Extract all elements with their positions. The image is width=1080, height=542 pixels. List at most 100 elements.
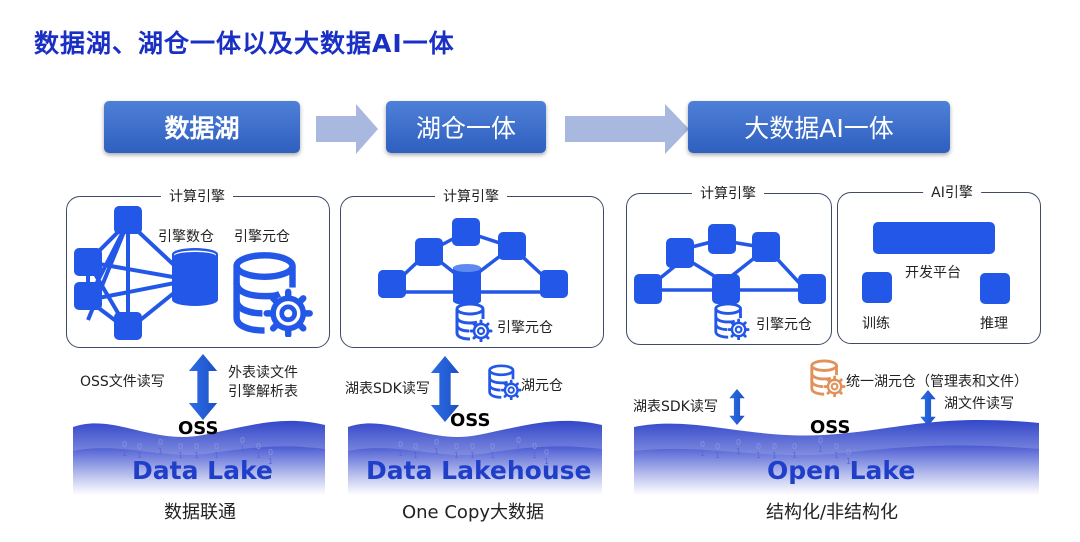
training-block xyxy=(862,272,892,303)
binary-digit: 1 xyxy=(715,451,721,460)
binary-digit: 1 xyxy=(158,447,164,456)
storage-label: OSS xyxy=(178,418,219,439)
stage-label: 湖仓一体 xyxy=(415,114,516,143)
storage-label: OSS xyxy=(810,417,851,438)
lake-name: Data Lake xyxy=(132,456,273,485)
binary-digit: 1 xyxy=(214,451,220,460)
binary-digit: 0 xyxy=(818,436,824,445)
binary-digit: 1 xyxy=(736,447,742,456)
binary-digit: 0 xyxy=(846,448,852,457)
binary-digit: 0 xyxy=(434,438,440,447)
flow-label-right: 湖文件读写 xyxy=(944,396,1014,412)
binary-digit: 1 xyxy=(490,451,496,460)
binary-digit: 1 xyxy=(240,445,246,454)
engine-catalog-icon xyxy=(453,302,493,342)
binary-digit: 1 xyxy=(398,449,404,458)
engine-warehouse-icon xyxy=(172,248,218,306)
lake-catalog-icon xyxy=(486,364,522,400)
lake-wave xyxy=(634,420,1039,495)
binary-digit: 1 xyxy=(532,451,538,460)
stage-label: 数据湖 xyxy=(164,114,240,143)
catalog-label: 湖元仓 xyxy=(521,378,563,394)
dev-platform-block xyxy=(873,222,995,254)
stage-bigdata-ai: 大数据AI一体 xyxy=(688,101,950,153)
ai-item-label: 开发平台 xyxy=(905,265,961,281)
column-caption: 数据联通 xyxy=(164,502,236,523)
panel-title: AI引擎 xyxy=(923,182,981,202)
binary-digit: 1 xyxy=(434,447,440,456)
binary-digit: 0 xyxy=(178,442,184,451)
binary-digit: 1 xyxy=(772,451,778,460)
binary-digit: 0 xyxy=(454,442,460,451)
panel-title: 计算引擎 xyxy=(435,186,507,206)
binary-digit: 0 xyxy=(516,436,522,445)
binary-digit: 0 xyxy=(256,442,262,451)
read-write-arrow-icon xyxy=(188,354,218,420)
binary-digit: 1 xyxy=(544,457,550,466)
catalog-label: 统一湖元仓（管理表和文件） xyxy=(846,374,1028,390)
binary-digit: 0 xyxy=(268,448,274,457)
binary-digit: 0 xyxy=(700,440,706,449)
binary-digit: 0 xyxy=(194,442,200,451)
binary-digit: 0 xyxy=(834,442,840,451)
column-caption: 结构化/非结构化 xyxy=(765,502,899,523)
binary-digit: 1 xyxy=(818,445,824,454)
binary-digit: 1 xyxy=(122,449,128,458)
lake-name: Open Lake xyxy=(767,456,916,485)
binary-digit: 1 xyxy=(834,451,840,460)
binary-digit: 1 xyxy=(178,451,184,460)
binary-digit: 1 xyxy=(700,449,706,458)
binary-digit: 0 xyxy=(792,442,798,451)
binary-digit: 1 xyxy=(470,451,476,460)
binary-digit: 0 xyxy=(137,442,143,451)
binary-digit: 1 xyxy=(756,451,762,460)
binary-digit: 1 xyxy=(194,451,200,460)
unified-catalog-icon xyxy=(808,359,846,397)
engine-item-label: 引擎元仓 xyxy=(234,229,290,245)
stage-lakehouse: 湖仓一体 xyxy=(386,101,546,153)
binary-digit: 0 xyxy=(715,442,721,451)
lake-name: Data Lakehouse xyxy=(366,456,592,485)
binary-digit: 0 xyxy=(736,438,742,447)
flow-label-left: 湖表SDK读写 xyxy=(633,399,718,415)
binary-digit: 1 xyxy=(137,451,143,460)
flow-label-right: 引擎解析表 xyxy=(228,384,298,400)
engine-item-label: 引擎元仓 xyxy=(756,317,812,333)
flow-label-right: 外表读文件 xyxy=(228,365,298,381)
panel-title: 计算引擎 xyxy=(161,186,233,206)
binary-digit: 0 xyxy=(158,438,164,447)
flow-label-left: OSS文件读写 xyxy=(80,374,165,390)
stage-arrow-2 xyxy=(565,104,689,154)
binary-digit: 1 xyxy=(256,451,262,460)
binary-digit: 0 xyxy=(470,442,476,451)
binary-digit: 1 xyxy=(846,457,852,466)
storage-label: OSS xyxy=(450,410,491,431)
engine-catalog-icon xyxy=(712,302,750,340)
binary-digit: 0 xyxy=(122,440,128,449)
engine-item-label: 引擎元仓 xyxy=(497,320,553,336)
binary-digit: 0 xyxy=(772,442,778,451)
column-caption: One Copy大数据 xyxy=(401,502,545,523)
binary-digit: 0 xyxy=(413,442,419,451)
binary-digit: 1 xyxy=(792,451,798,460)
binary-digit: 0 xyxy=(544,448,550,457)
ai-item-label: 推理 xyxy=(980,316,1008,332)
binary-digit: 0 xyxy=(240,436,246,445)
binary-digit: 0 xyxy=(214,442,220,451)
stage-arrow-1 xyxy=(316,104,378,154)
page-title: 数据湖、湖仓一体以及大数据AI一体 xyxy=(34,29,455,58)
engine-network-icon xyxy=(634,224,826,304)
engine-item-label: 引擎数仓 xyxy=(158,229,214,245)
binary-digit: 0 xyxy=(490,442,496,451)
flow-label-left: 湖表SDK读写 xyxy=(345,381,430,397)
binary-digit: 0 xyxy=(756,442,762,451)
panel-title: 计算引擎 xyxy=(692,183,764,203)
inference-block xyxy=(980,273,1010,304)
binary-digit: 1 xyxy=(413,451,419,460)
engine-catalog-icon xyxy=(228,248,314,340)
binary-digit: 0 xyxy=(398,440,404,449)
binary-digit: 1 xyxy=(454,451,460,460)
engine-network-icon xyxy=(378,218,568,305)
ai-item-label: 训练 xyxy=(862,316,890,332)
binary-digit: 1 xyxy=(516,445,522,454)
